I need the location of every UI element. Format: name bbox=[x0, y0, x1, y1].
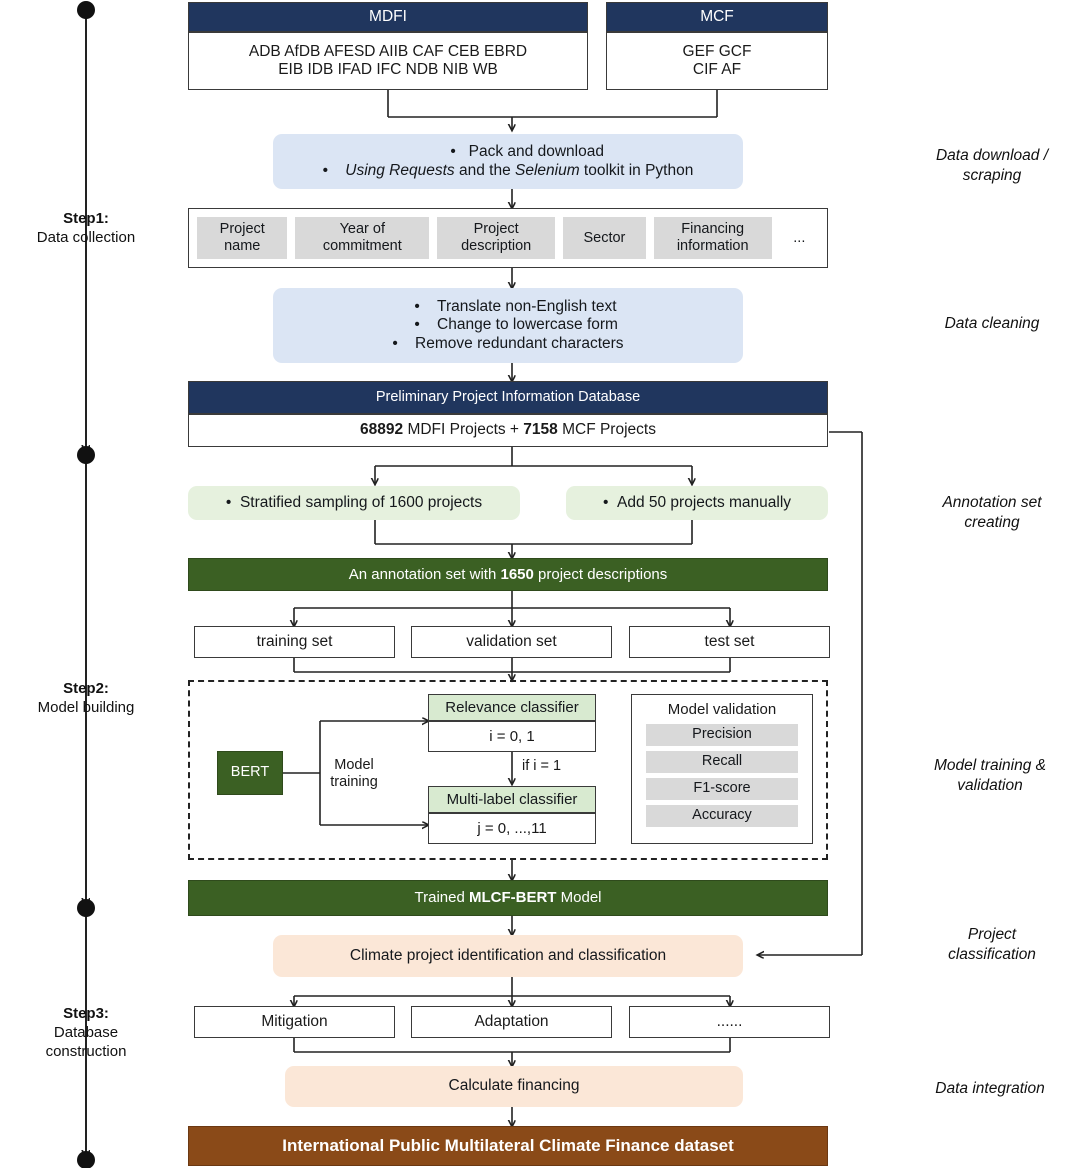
data-download-box: • Pack and download • Using Requests and… bbox=[273, 134, 743, 189]
field-chip-year-of-commitment: Year of commitment bbox=[295, 217, 430, 259]
field-chip-financing-information: Financing information bbox=[653, 217, 772, 259]
relevance-classifier-value: i = 0, 1 bbox=[428, 721, 596, 752]
metric-recall: Recall bbox=[646, 750, 798, 773]
step-label-2: Step2: Model building bbox=[37, 680, 135, 716]
mdfi-header-label: MDFI bbox=[369, 7, 407, 25]
mdfi-header: MDFI bbox=[188, 2, 588, 32]
mdfi-members-box: ADB AfDB AFESD AIIB CAF CEB EBRD EIB IDB… bbox=[188, 32, 588, 90]
category-other: ...... bbox=[629, 1006, 830, 1038]
trained-model-box: Trained MLCF-BERT Model bbox=[188, 880, 828, 916]
step-label-1: Step1: Data collection bbox=[36, 210, 136, 246]
manual-add-label: Add 50 projects manually bbox=[617, 493, 792, 511]
preliminary-database-counts: 68892 MDFI Projects + 7158 MCF Projects bbox=[188, 414, 828, 447]
manual-add-box: • Add 50 projects manually bbox=[566, 486, 828, 520]
side-note-model-training: Model training & validation bbox=[933, 757, 1046, 795]
side-note-project-classification: Project classification bbox=[948, 926, 1036, 964]
metric-f1-score: F1-score bbox=[646, 777, 798, 800]
data-cleaning-box: • Translate non-English text • Change to… bbox=[273, 288, 743, 363]
training-set-box: training set bbox=[194, 626, 395, 658]
mdfi-project-count: 68892 bbox=[360, 421, 404, 439]
metric-accuracy: Accuracy bbox=[646, 804, 798, 827]
mcf-project-count: 7158 bbox=[523, 421, 558, 439]
model-training-region bbox=[188, 680, 828, 860]
climate-classification-label: Climate project identification and class… bbox=[349, 946, 667, 964]
download-item-2: • Using Requests and the Selenium toolki… bbox=[322, 161, 694, 179]
timeline-dot-top bbox=[77, 1, 95, 19]
download-item-1: • Pack and download bbox=[450, 143, 604, 161]
field-chip-project-name: Project name bbox=[197, 217, 288, 259]
mcf-header-label: MCF bbox=[700, 7, 734, 25]
timeline-dot-bottom bbox=[77, 1151, 95, 1168]
annotation-set-box: An annotation set with 1650 project desc… bbox=[188, 558, 828, 591]
test-set-label: test set bbox=[704, 632, 755, 650]
timeline-dot-step2-end bbox=[77, 899, 95, 917]
mcf-members-line2: CIF AF bbox=[692, 61, 742, 78]
cleaning-item-3: • Remove redundant characters bbox=[392, 334, 624, 352]
stratified-sampling-box: • Stratified sampling of 1600 projects bbox=[188, 486, 520, 520]
category-mitigation: Mitigation bbox=[194, 1006, 395, 1038]
timeline-dot-step1-end bbox=[77, 446, 95, 464]
mdfi-members-line2: EIB IDB IFAD IFC NDB NIB WB bbox=[278, 61, 498, 78]
field-chip-project-description: Project description bbox=[437, 217, 556, 259]
preliminary-database-title-label: Preliminary Project Information Database bbox=[375, 388, 641, 405]
step-label-3: Step3: Database construction bbox=[45, 1005, 127, 1060]
category-adaptation: Adaptation bbox=[411, 1006, 612, 1038]
mcf-header: MCF bbox=[606, 2, 828, 32]
field-chip-sector: Sector bbox=[563, 217, 646, 259]
bert-box: BERT bbox=[217, 751, 283, 795]
side-note-data-cleaning: Data cleaning bbox=[944, 315, 1040, 332]
final-dataset-box: International Public Multilateral Climat… bbox=[188, 1126, 828, 1166]
model-validation-panel: Model validation Precision Recall F1-sco… bbox=[631, 694, 813, 844]
relevance-classifier-title: Relevance classifier bbox=[428, 694, 596, 721]
side-note-data-integration: Data integration bbox=[935, 1080, 1045, 1097]
multilabel-classifier-value: j = 0, ...,11 bbox=[428, 813, 596, 844]
metric-precision: Precision bbox=[646, 723, 798, 746]
validation-set-label: validation set bbox=[466, 632, 557, 650]
calculate-financing-box: Calculate financing bbox=[285, 1066, 743, 1107]
climate-classification-box: Climate project identification and class… bbox=[273, 935, 743, 977]
training-set-label: training set bbox=[256, 632, 333, 650]
side-note-data-download: Data download / scraping bbox=[935, 147, 1049, 185]
cleaning-item-2: • Change to lowercase form bbox=[414, 316, 618, 334]
model-training-label: Model training bbox=[330, 756, 378, 790]
trained-model-name: MLCF-BERT bbox=[468, 889, 557, 907]
calculate-financing-label: Calculate financing bbox=[448, 1077, 580, 1095]
multilabel-classifier-title: Multi-label classifier bbox=[428, 786, 596, 813]
stratified-sampling-label: Stratified sampling of 1600 projects bbox=[239, 493, 483, 511]
condition-label: if i = 1 bbox=[522, 758, 562, 775]
model-validation-title: Model validation bbox=[667, 701, 777, 718]
cleaning-item-1: • Translate non-English text bbox=[414, 298, 617, 316]
annotation-count: 1650 bbox=[500, 565, 534, 583]
project-fields-row: Project name Year of commitment Project … bbox=[188, 208, 828, 268]
bert-label: BERT bbox=[230, 764, 270, 781]
mdfi-members-line1: ADB AfDB AFESD AIIB CAF CEB EBRD bbox=[248, 42, 528, 60]
side-note-annotation-set: Annotation set creating bbox=[942, 494, 1042, 532]
mcf-members-line1: GEF GCF bbox=[682, 42, 752, 60]
test-set-box: test set bbox=[629, 626, 830, 658]
final-dataset-label: International Public Multilateral Climat… bbox=[282, 1135, 734, 1155]
field-chip-ellipsis: ... bbox=[793, 229, 806, 246]
validation-set-box: validation set bbox=[411, 626, 612, 658]
mcf-members-box: GEF GCF CIF AF bbox=[606, 32, 828, 90]
preliminary-database-title: Preliminary Project Information Database bbox=[188, 381, 828, 414]
